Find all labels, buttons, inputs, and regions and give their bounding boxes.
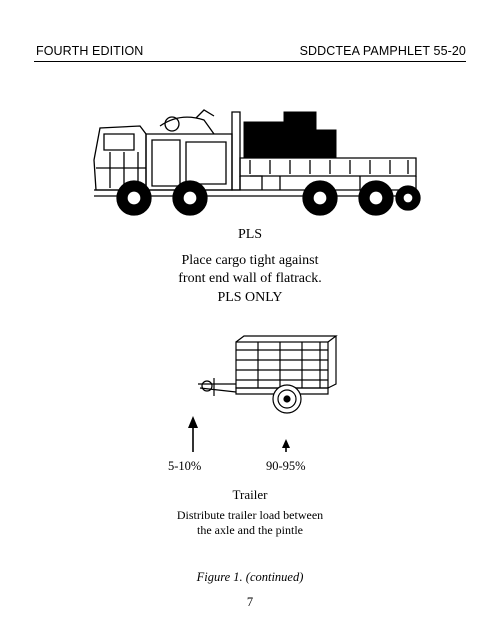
trailer-note-line-1: Distribute trailer load between xyxy=(176,508,324,522)
pls-note-line-1: Place cargo tight against xyxy=(181,253,319,268)
axle-load-percent: 90-95% xyxy=(266,459,306,473)
pls-title: PLS xyxy=(237,227,263,242)
pls-only-label: PLS ONLY xyxy=(217,290,283,305)
page-number: 7 xyxy=(246,595,254,609)
header-rule xyxy=(34,61,466,62)
trailer-title: Trailer xyxy=(232,487,268,502)
running-header-left: FOURTH EDITION xyxy=(36,44,144,58)
trailer-note: Distribute trailer load between the axle… xyxy=(0,508,500,538)
trailer-note-line-2: the axle and the pintle xyxy=(197,523,303,537)
running-header-right: SDDCTEA PAMPHLET 55-20 xyxy=(299,44,466,58)
pintle-load-percent: 5-10% xyxy=(168,459,202,473)
pls-note: Place cargo tight against front end wall… xyxy=(0,252,500,288)
figure-caption: Figure 1. (continued) xyxy=(196,570,304,584)
pls-note-line-2: front end wall of flatrack. xyxy=(178,271,322,286)
